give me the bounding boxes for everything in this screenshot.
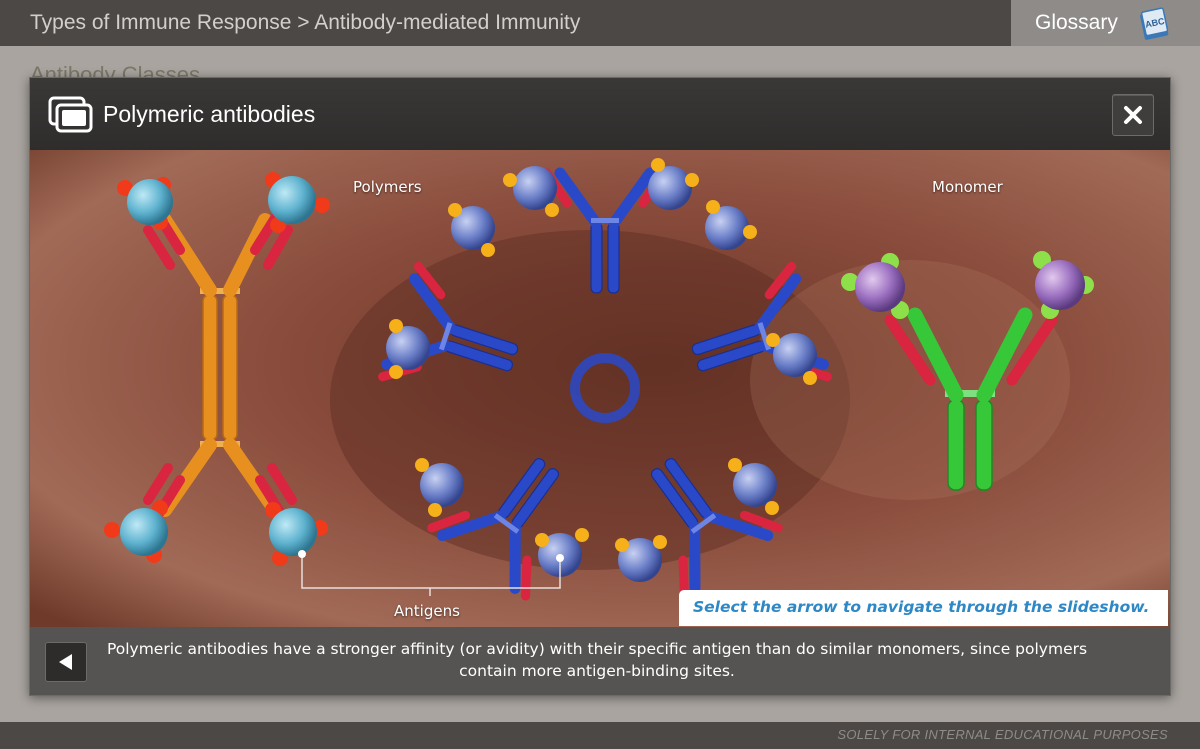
polymeric-antibodies-modal: Polymeric antibodies <box>29 77 1171 696</box>
antigens-pointer <box>298 550 564 596</box>
antigen-blue <box>386 158 817 582</box>
antigens-label: Antigens <box>394 602 460 620</box>
orange-dimer-antibody <box>143 205 297 525</box>
slide-caption: Polymeric antibodies have a stronger aff… <box>106 640 1088 680</box>
bottom-bar: SOLELY FOR INTERNAL EDUCATIONAL PURPOSES <box>0 722 1200 749</box>
abc-book-icon: ABC <box>1140 7 1169 40</box>
blue-pentamer-antibody <box>383 167 828 596</box>
antibody-illustration <box>30 150 1170 627</box>
svg-text:ABC: ABC <box>1144 16 1166 30</box>
close-button[interactable] <box>1112 94 1154 136</box>
breadcrumb: Types of Immune Response > Antibody-medi… <box>30 11 581 34</box>
modal-title: Polymeric antibodies <box>103 101 316 127</box>
left-arrow-icon <box>59 654 72 670</box>
close-icon <box>1124 106 1142 124</box>
caption-bar: Polymeric antibodies have a stronger aff… <box>30 627 1170 695</box>
previous-slide-button[interactable] <box>45 642 87 682</box>
navigation-hint: Select the arrow to navigate through the… <box>679 590 1168 626</box>
glossary-label: Glossary <box>1035 11 1118 34</box>
glossary-button[interactable]: Glossary ABC <box>1011 0 1200 46</box>
slides-icon <box>48 96 93 133</box>
footer-text: SOLELY FOR INTERNAL EDUCATIONAL PURPOSES <box>837 727 1168 742</box>
antigen-purple <box>841 251 1094 319</box>
hint-text: Select the arrow to navigate through the… <box>693 598 1150 616</box>
slide-content: Polymers Monomer Antigens <box>30 150 1170 627</box>
green-monomer-antibody <box>884 307 1058 491</box>
antigen-cyan <box>104 172 330 566</box>
modal-header: Polymeric antibodies <box>30 78 1170 150</box>
top-bar: Types of Immune Response > Antibody-medi… <box>0 0 1200 46</box>
monomer-label: Monomer <box>932 178 1003 196</box>
polymers-label: Polymers <box>353 178 422 196</box>
